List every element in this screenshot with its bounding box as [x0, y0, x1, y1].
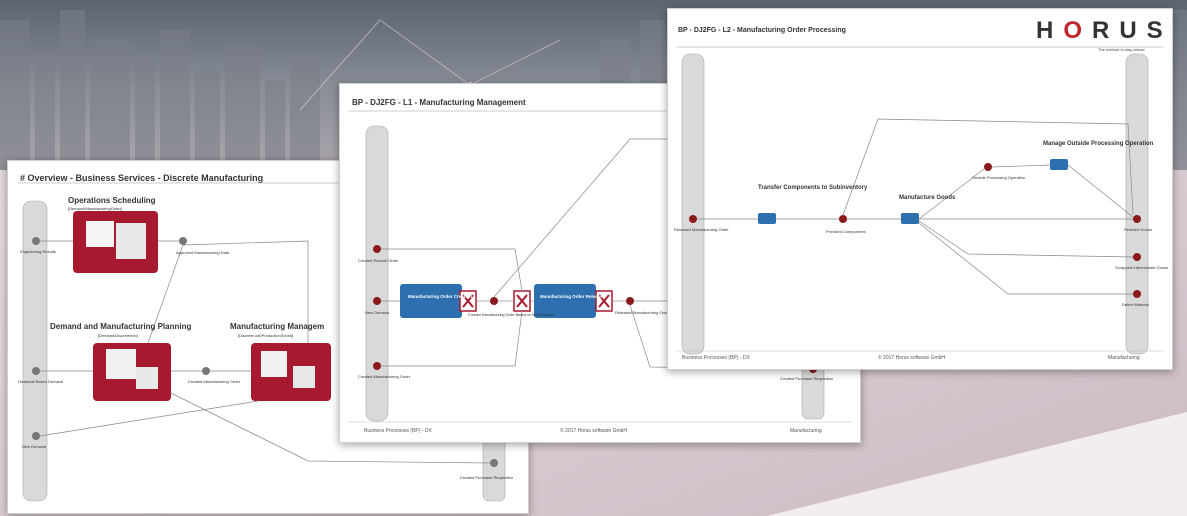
- step3-title: Manage Outside Processing Operation: [1043, 141, 1154, 147]
- footer-center: © 2017 Horus software GmbH: [878, 355, 946, 361]
- footer-center: © 2017 Horus software GmbH: [560, 428, 628, 434]
- slide-title: BP - DJ2FG - L2 - Manufacturing Order Pr…: [678, 27, 846, 34]
- horus-tagline: The method to stay ahead: [1098, 47, 1145, 52]
- slide-order-processing: BP - DJ2FG - L2 - Manufacturing Order Pr…: [667, 8, 1173, 370]
- node-scrapped-goods: Scrapped Intermediate Goods: [1115, 265, 1168, 270]
- slide-title: BP - DJ2FG - L1 - Manufacturing Manageme…: [352, 98, 526, 107]
- footer-right: Manufacturing: [790, 428, 822, 434]
- horus-logo: HORUS: [1036, 17, 1173, 44]
- node-new-demand: New Demand: [22, 444, 46, 449]
- node-finished-goods: Finished Goods: [1124, 227, 1152, 232]
- block3-title: Manufacturing Managem: [230, 322, 324, 331]
- block2-subtitle: [Demand/DiscreteInfo]: [98, 333, 138, 338]
- block3-subtitle: [Discrete.odf/ProductionSched]: [238, 333, 293, 338]
- gateway-x-icon: [459, 290, 477, 312]
- gateway-x-icon: [513, 290, 531, 312]
- task-manufacture-goods: [901, 213, 919, 224]
- slide-title: # Overview - Business Services - Discret…: [20, 173, 264, 183]
- node-defect-material: Defect Material: [1122, 302, 1149, 307]
- node-created-order: Created Manufacturing Order: [188, 379, 241, 384]
- task1-label: Manufacturing Order Creation: [408, 294, 472, 299]
- node-created-purchase: Created Purchase Requisition: [460, 475, 513, 480]
- node-created-based: Created Manufacturing Order Based on New…: [468, 313, 554, 317]
- overview-diagram: Operations Scheduling [Demand/Manufactur…: [18, 182, 518, 502]
- footer-left: Business Processes (BP) - DX: [682, 355, 750, 361]
- task2-label: Manufacturing Order Release: [540, 294, 603, 299]
- node-created-rework: Created Rework Order: [358, 258, 399, 263]
- step2-title: Manufacture Goods: [899, 195, 956, 201]
- node-created-purchase: Created Purchase Requisition: [780, 376, 833, 381]
- l1-process-diagram: Manufacturing Order Creation Manufacturi…: [348, 110, 860, 423]
- task-transfer-components: [758, 213, 776, 224]
- footer-right: Manufacturing: [1108, 355, 1140, 361]
- task-order-release: [534, 284, 596, 318]
- node-new-demand: New Demand: [365, 310, 389, 315]
- step1-title: Transfer Components to Subinventory: [758, 185, 868, 191]
- block1-title: Operations Scheduling: [68, 196, 156, 205]
- node-outside-processing: Outside Processing Operation: [972, 175, 1025, 180]
- swimlane-bar: [22, 200, 48, 502]
- block1-subtitle: [Demand/ManufacturingOrder]: [68, 206, 122, 211]
- node-released-order: Released Manufacturing Order: [674, 227, 729, 232]
- node-approved-data: Approved Manufacturing Data: [176, 250, 230, 255]
- task-order-creation: [400, 284, 462, 318]
- swimlane-bar: [681, 53, 705, 355]
- swimlane-bar: [1125, 53, 1149, 355]
- l2-process-diagram: Transfer Components to Subinventory Manu…: [674, 46, 1168, 355]
- swimlane-bar: [365, 125, 389, 422]
- block2-title: Demand and Manufacturing Planning: [50, 322, 191, 331]
- node-created-mfg-order: Created Manufacturing Order: [358, 374, 411, 379]
- node-engineering-results: Engineering Results: [20, 249, 56, 254]
- node-provided-components: Provided Components: [826, 229, 866, 234]
- task-outside-processing: [1050, 159, 1068, 170]
- node-released-order: Released Manufacturing Order: [615, 310, 670, 315]
- footer-left: Business Processes (BP) - DX: [364, 428, 432, 434]
- node-historical-demand: Historical Based Demand: [18, 379, 63, 384]
